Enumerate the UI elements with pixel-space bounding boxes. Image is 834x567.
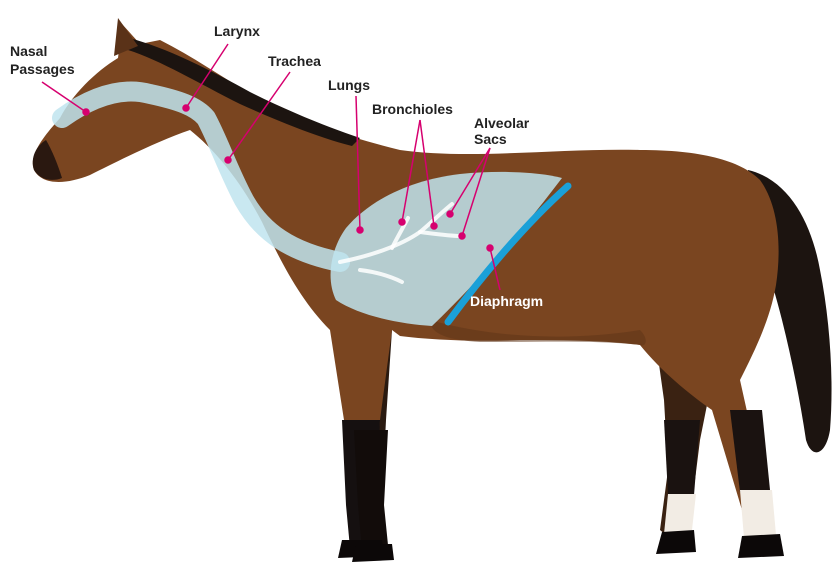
alveolar-dot-b	[459, 233, 465, 239]
larynx-dot	[183, 105, 189, 111]
bronchioles-dot-b	[431, 223, 437, 229]
horse-far-front-hoof	[352, 544, 394, 562]
lungs-dot	[357, 227, 363, 233]
diaphragm-dot	[487, 245, 493, 251]
horse-far-hind-sock	[664, 494, 696, 534]
nasal-dot	[83, 109, 89, 115]
label-bronchioles: Bronchioles	[372, 101, 453, 117]
label-nasal-line1: Nasal	[10, 43, 47, 59]
label-alveolar-line1: Alveolar	[474, 115, 530, 131]
label-lungs: Lungs	[328, 77, 370, 93]
horse-hind-sock	[740, 490, 776, 538]
horse-far-hind-hoof	[656, 530, 696, 554]
bronchioles-dot-a	[399, 219, 405, 225]
label-trachea: Trachea	[268, 53, 321, 69]
alveolar-dot-a	[447, 211, 453, 217]
label-nasal-line2: Passages	[10, 61, 75, 77]
label-larynx: Larynx	[214, 23, 260, 39]
horse-far-hind-leg-dark	[664, 420, 700, 495]
horse-hind-hoof	[738, 534, 784, 558]
label-alveolar-line2: Sacs	[474, 131, 507, 147]
label-diaphragm: Diaphragm	[470, 293, 543, 309]
trachea-dot	[225, 157, 231, 163]
